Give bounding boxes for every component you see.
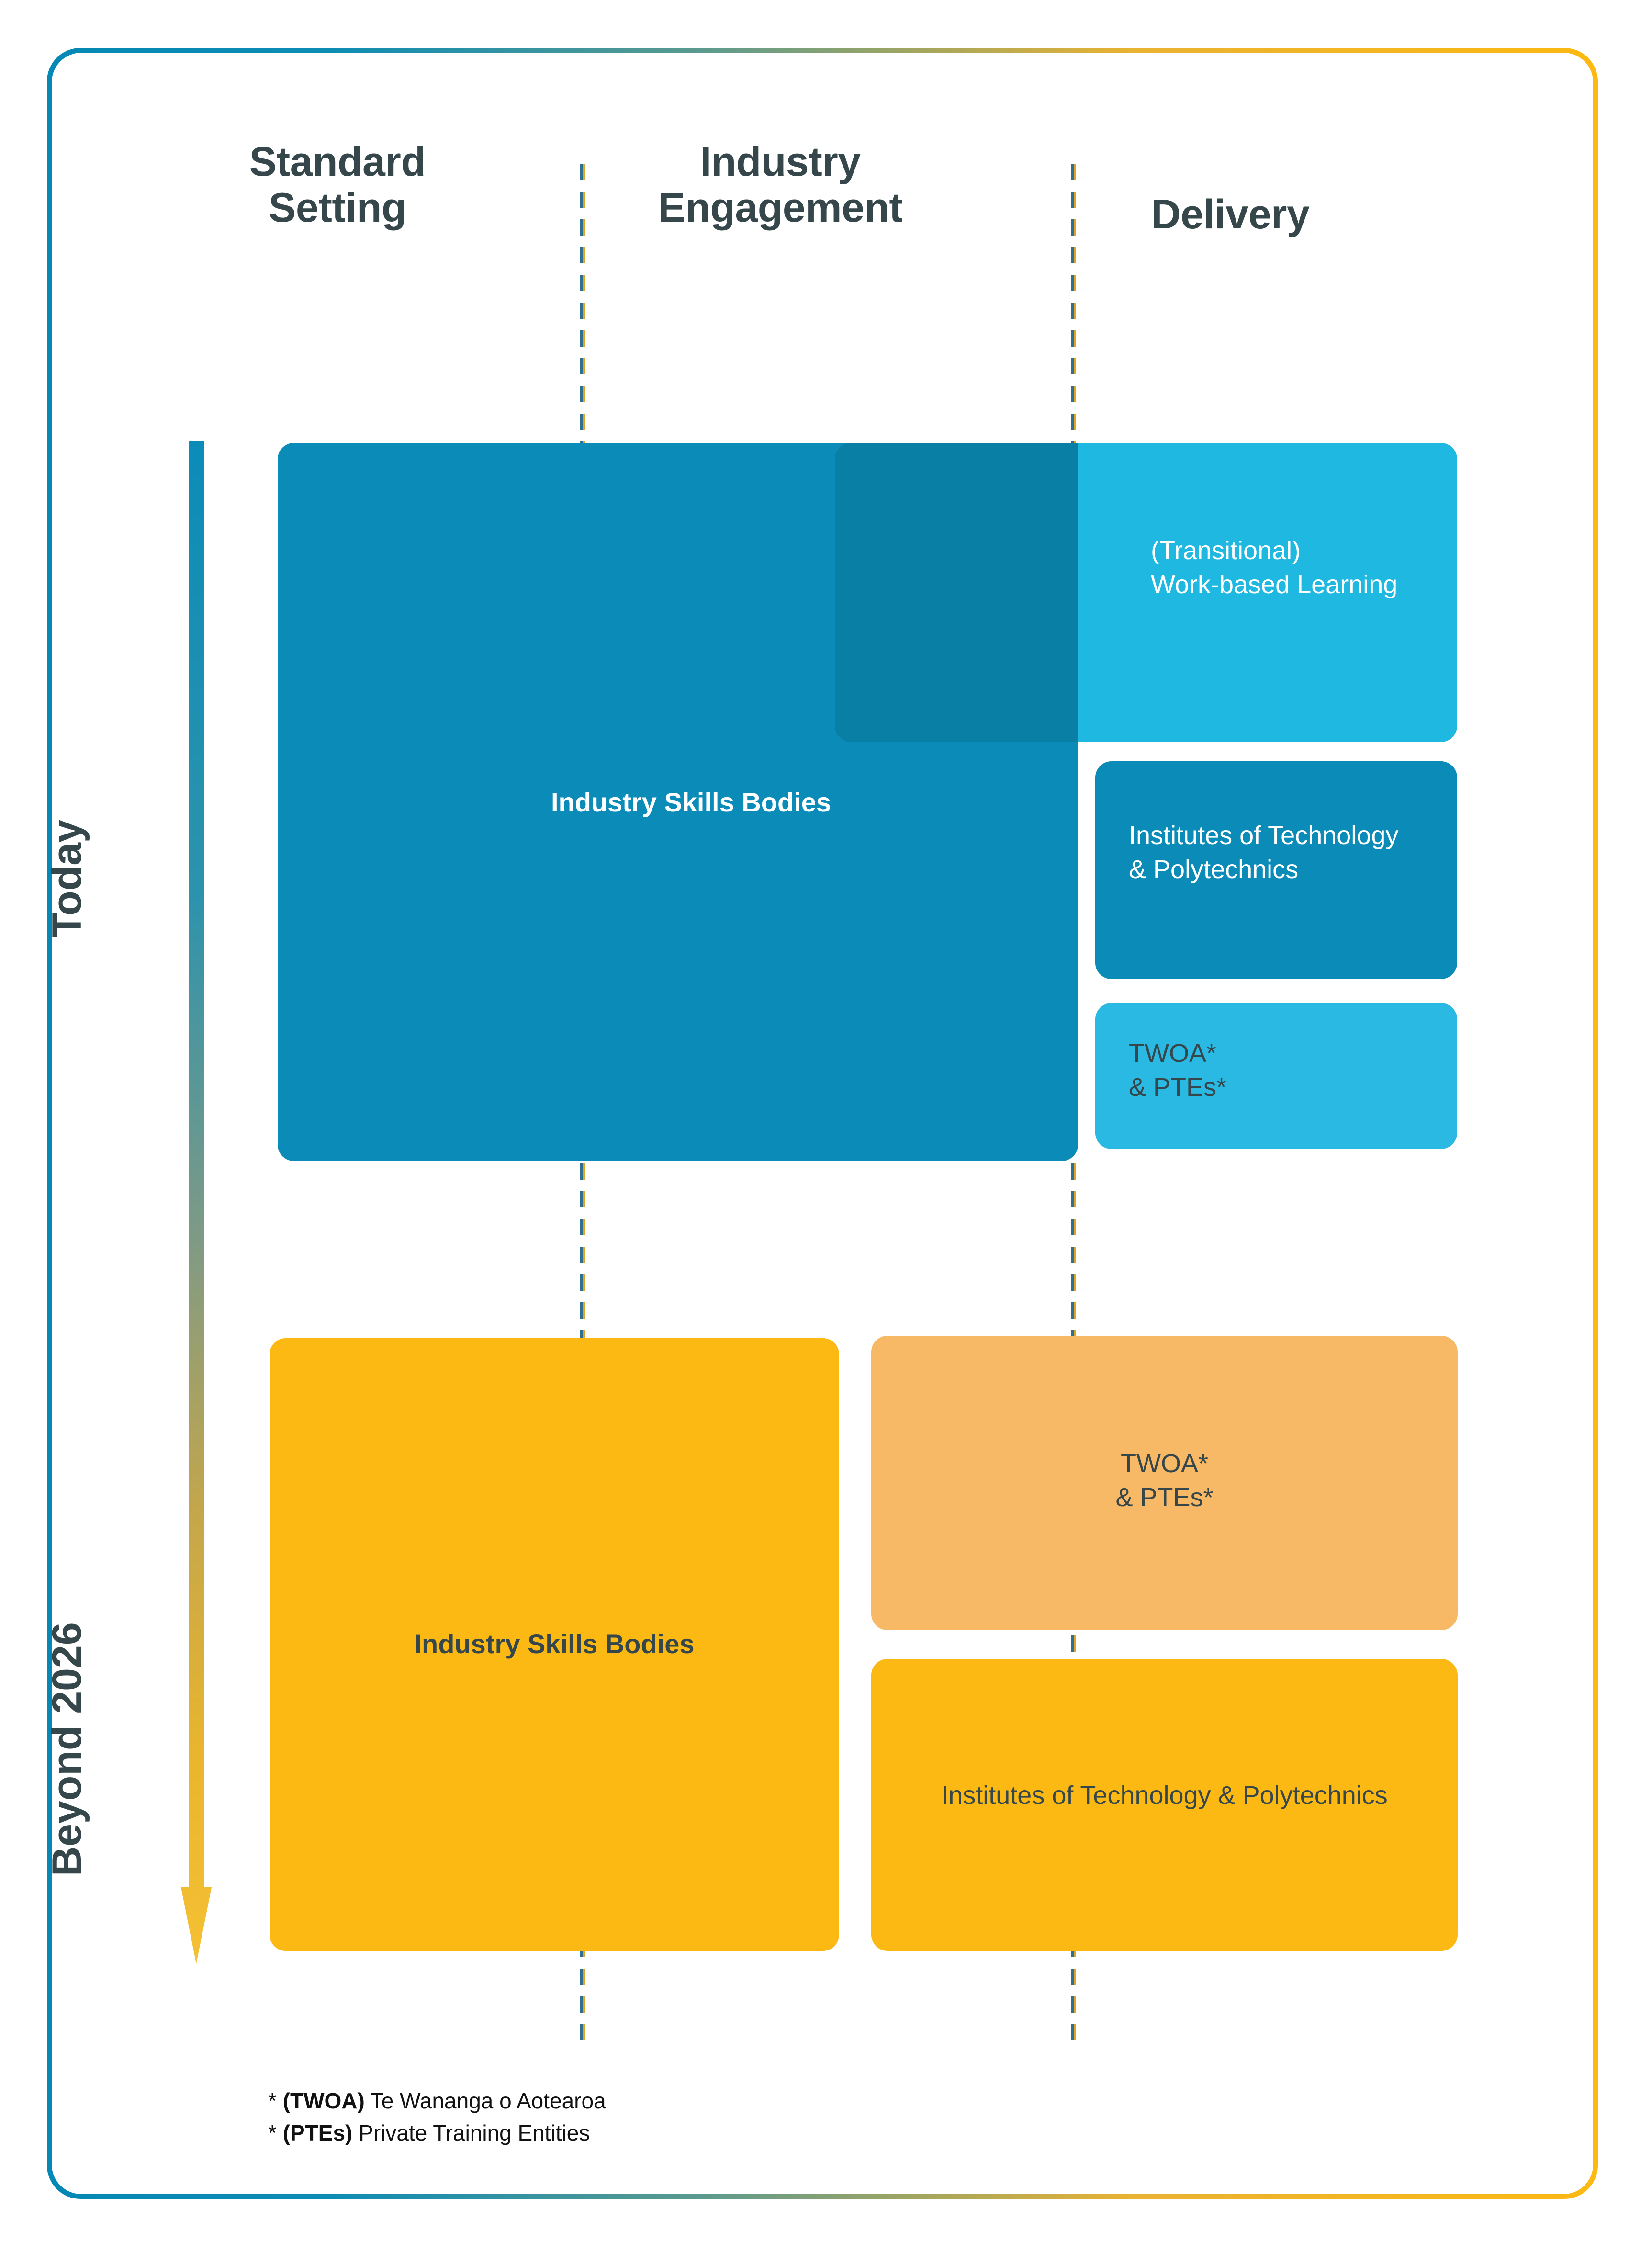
era-label-today: Today [44, 820, 90, 938]
footnote-twoa-abbr: (TWOA) [282, 2088, 365, 2113]
footnote-twoa-text: Te Wananga o Aotearoa [364, 2088, 606, 2113]
footnote-twoa-marker: * [268, 2088, 283, 2113]
footnote-ptes-abbr: (PTEs) [282, 2120, 353, 2145]
footnote-ptes-marker: * [268, 2120, 283, 2145]
box-industry-skills-bodies-future[interactable]: Industry Skills Bodies [270, 1338, 839, 1951]
timeline-arrow-icon [181, 441, 212, 1964]
box-label-institutes-of-technology-future: Institutes of Technology & Polytechnics [941, 1781, 1388, 1810]
column-header-standard-setting: Standard Setting [249, 139, 426, 231]
box-overlap-region [835, 443, 1078, 742]
box-twoa-ptes-future[interactable]: TWOA* & PTEs* [871, 1336, 1458, 1630]
box-institutes-of-technology-today[interactable]: Institutes of Technology & Polytechnics [1095, 761, 1457, 979]
box-label-industry-skills-bodies-future: Industry Skills Bodies [414, 1629, 695, 1659]
footnote-twoa: * (TWOA) Te Wananga o Aotearoa [268, 2085, 606, 2117]
box-institutes-of-technology-future[interactable]: Institutes of Technology & Polytechnics [871, 1659, 1458, 1951]
box-label-twoa-ptes-future: TWOA* & PTEs* [1115, 1449, 1214, 1512]
footnote-ptes: * (PTEs) Private Training Entities [268, 2117, 606, 2149]
box-label-transitional-work-based-learning: (Transitional) Work-based Learning [1151, 536, 1398, 599]
box-label-industry-skills-bodies-today: Industry Skills Bodies [551, 787, 832, 817]
column-header-industry-engagement: Industry Engagement [658, 139, 903, 231]
box-twoa-ptes-today[interactable]: TWOA* & PTEs* [1095, 1003, 1457, 1149]
footnotes: * (TWOA) Te Wananga o Aotearoa * (PTEs) … [268, 2085, 606, 2149]
column-header-delivery: Delivery [1151, 192, 1310, 237]
era-label-beyond-2026: Beyond 2026 [44, 1622, 90, 1876]
footnote-ptes-text: Private Training Entities [352, 2120, 590, 2145]
box-label-institutes-of-technology-today: Institutes of Technology & Polytechnics [1129, 821, 1399, 884]
box-label-twoa-ptes-today: TWOA* & PTEs* [1129, 1039, 1227, 1102]
